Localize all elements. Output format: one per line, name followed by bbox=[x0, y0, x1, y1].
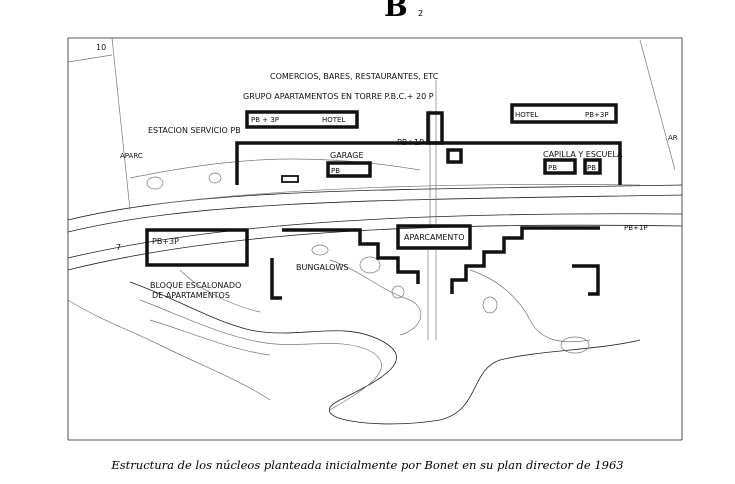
label-aparcamento: APARCAMENTO bbox=[404, 233, 465, 242]
label-pb1p: PB+1P bbox=[397, 138, 424, 147]
buildings bbox=[145, 103, 622, 300]
sheet-frame bbox=[67, 37, 683, 441]
label-10: 10 bbox=[96, 43, 106, 52]
label-bungalows: BUNGALOWS bbox=[296, 263, 348, 272]
label-pb3p-left: PB + 3P bbox=[251, 116, 279, 124]
label-pb3p-block: PB+3P bbox=[152, 237, 179, 246]
label-aparc-left: APARC bbox=[120, 152, 143, 160]
label-bloque: BLOQUE ESCALONADO bbox=[150, 281, 241, 290]
label-pb-small: PB bbox=[587, 164, 596, 172]
coastline bbox=[67, 172, 641, 425]
label-7: 7 bbox=[116, 243, 121, 252]
label-aparc-right: AR bbox=[668, 134, 678, 142]
label-pb3p-right: PB+3P bbox=[585, 111, 609, 119]
label-grupo: GRUPO APARTAMENTOS EN TORRE P.B.C.+ 20 P bbox=[243, 92, 434, 101]
label-pb1p-right: PB+1P bbox=[624, 224, 648, 232]
header-letter: B bbox=[384, 0, 408, 23]
label-garage: GARAGE bbox=[330, 151, 364, 160]
central-walkway bbox=[427, 80, 437, 340]
label-hotel-right: HOTEL bbox=[515, 111, 538, 119]
label-hotel-left: HOTEL bbox=[322, 116, 345, 124]
label-pb-capilla: PB bbox=[548, 164, 557, 172]
main-road bbox=[67, 158, 683, 271]
label-de-apart: DE APARTAMENTOS bbox=[152, 291, 230, 300]
plan-labels: 10 7 APARC ESTACION SERVICIO PB PB + 3P … bbox=[96, 43, 678, 300]
label-comercios: COMERCIOS, BARES, RESTAURANTES, ETC bbox=[270, 72, 439, 81]
header-subscript: 2 bbox=[418, 9, 423, 18]
label-capilla: CAPILLA Y ESCUELA bbox=[543, 150, 623, 159]
figure-caption: Estructura de los núcleos planteada inic… bbox=[111, 458, 624, 472]
label-estacion: ESTACION SERVICIO PB bbox=[148, 126, 241, 135]
label-pb-garage: PB bbox=[331, 167, 340, 175]
